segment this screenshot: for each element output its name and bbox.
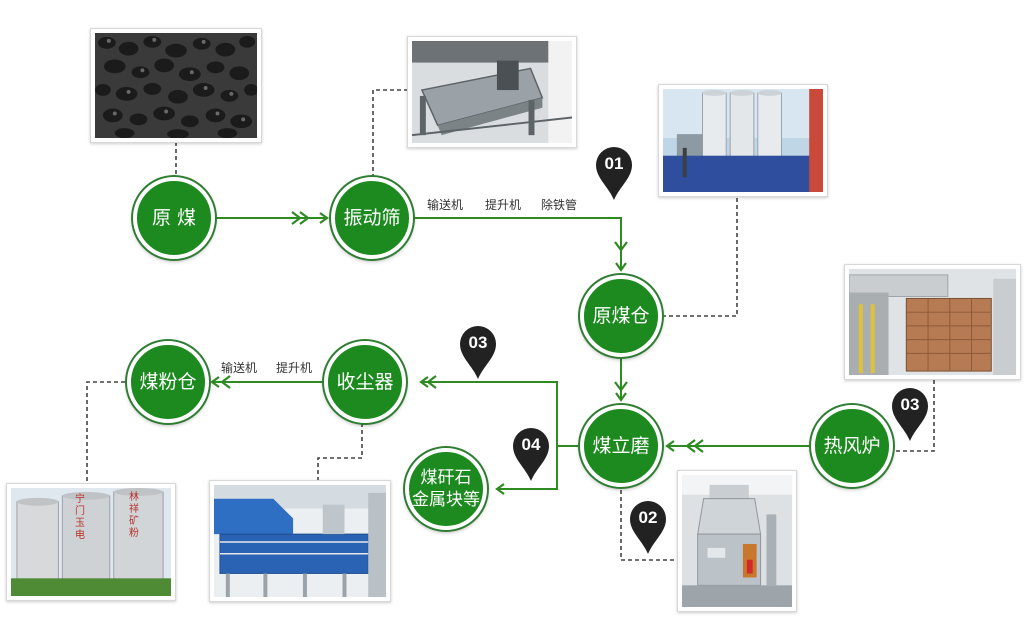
dash-screen [372,89,409,178]
marker-01: 01 [594,146,634,202]
node-vibrating-screen: 振动筛 [331,177,413,259]
node-hot-air-furnace: 热风炉 [811,405,893,487]
chevron-3 [614,241,628,252]
chevron-4 [614,381,628,392]
photo-vibrating-screen [407,36,577,148]
dash-mill [620,490,680,561]
node-dust-collector: 收尘器 [324,341,406,423]
dash-furnace [896,378,935,452]
node-raw-coal: 原 煤 [133,177,215,259]
chevron-6 [693,439,704,453]
marker-03-top: 03 [458,325,498,381]
label-hoist-2: 提升机 [276,361,313,375]
marker-03-right-number: 03 [900,395,920,414]
label-conveyor-2: 输送机 [221,361,258,375]
chevron-8 [220,375,231,389]
label-hoist: 提升机 [485,198,522,212]
marker-02-number: 02 [638,508,658,527]
dash-bin [662,196,738,317]
gangue-line-1: 煤矸石 [420,468,472,488]
photo-raw-coal [90,28,262,143]
marker-04-number: 04 [521,435,541,454]
photo-hot-air-furnace [844,264,1021,380]
photo-pulverized-coal-bin: 宁门玉电 林祥矿粉 [6,483,176,601]
node-gangue-metal: 煤矸石 金属块等 [405,448,487,530]
marker-02: 02 [628,500,668,556]
label-conveyor: 输送机 [427,198,464,212]
photo-dust-collector [209,480,391,602]
node-raw-coal-bin: 原煤仓 [580,275,662,357]
label-iron-remover: 除铁管 [541,198,578,212]
node-coal-mill: 煤立磨 [580,405,662,487]
marker-01-number: 01 [604,154,624,173]
photo-raw-coal-bin [658,84,828,197]
node-pulverized-coal-bin: 煤粉仓 [127,341,209,423]
photo-coal-mill [677,470,797,612]
marker-03-top-number: 03 [468,333,488,352]
dash-collector [317,423,363,482]
chevron-2 [291,211,302,225]
marker-04: 04 [511,427,551,483]
marker-03-right: 03 [890,387,930,443]
silo-text-right: 林祥矿粉 [129,492,139,539]
chevron-7 [426,375,437,389]
arrow-mill-to-gangue [495,446,558,495]
silo-text-left: 宁门玉电 [75,494,85,541]
gangue-line-2: 金属块等 [412,490,480,510]
chevron-1 [299,211,310,225]
arrow-mill-to-collector [419,376,578,447]
chevron-5 [685,439,696,453]
arrow-screen-to-bin [414,217,627,272]
dash-powder-bin [86,381,125,484]
